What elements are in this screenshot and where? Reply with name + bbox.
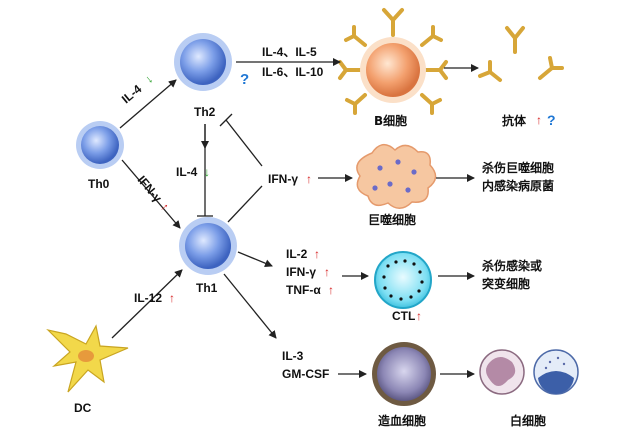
- dc-label: DC: [74, 401, 92, 415]
- th1-cell: [179, 217, 237, 275]
- antibody-question-mark: ?: [547, 112, 556, 128]
- th2-question-mark: ?: [240, 71, 249, 88]
- il4-inhibit-down-arrow: ↓: [204, 165, 210, 179]
- b-cell: [338, 8, 448, 115]
- il4-to-th2-label: IL-4: [119, 82, 145, 107]
- ctl-ifn-up-arrow: ↑: [324, 265, 330, 279]
- ctl-tnf-up-arrow: ↑: [328, 283, 334, 297]
- dc-cell: [46, 324, 129, 393]
- line-th1-to-ifn: [227, 185, 263, 223]
- antibody-label: 抗体: [502, 113, 527, 128]
- stem-cell: [372, 342, 436, 406]
- ctl-ifn-label: IFN-γ: [286, 265, 316, 279]
- th0-cell: [76, 121, 124, 169]
- arrow-th1-to-hema: [223, 273, 277, 339]
- arrow-dc-to-th1: [111, 269, 183, 339]
- leukocyte-cells: [479, 349, 579, 395]
- inhibit-ifn-to-th2: [225, 119, 263, 167]
- antibody-cluster: [478, 26, 564, 82]
- th2-cell: [174, 33, 232, 91]
- macrophage-outcome-line1: 杀伤巨噬细胞: [482, 160, 554, 175]
- ctl-il2-up-arrow: ↑: [314, 247, 320, 261]
- macrophage-label: 巨噬细胞: [368, 212, 416, 227]
- th2-cytokines-line1: IL-4、IL-5: [262, 45, 317, 59]
- th2-cytokines-line2: IL-6、IL-10: [262, 65, 324, 79]
- il4-inhibit-label: IL-4: [176, 165, 198, 179]
- ctl-label: CTL: [392, 309, 415, 323]
- ctl-il2-label: IL-2: [286, 247, 308, 261]
- il12-label: IL-12: [134, 291, 162, 305]
- ctl-outcome-line1: 杀伤感染或: [482, 258, 542, 273]
- th0-label: Th0: [88, 177, 110, 191]
- ctl-tnf-label: TNF-α: [286, 283, 321, 297]
- il12-up-arrow: ↑: [169, 291, 175, 305]
- ifn-gamma-th1-label: IFN-γ: [268, 172, 298, 186]
- th1-label: Th1: [196, 281, 218, 295]
- leukocyte-label: 白细胞: [510, 413, 546, 428]
- macrophage-outcome-line2: 内感染病原菌: [482, 178, 554, 193]
- antibody-up-arrow: ↑: [536, 113, 542, 127]
- inhibit-ifn-to-th2-bar: [219, 113, 233, 127]
- th2-label: Th2: [194, 105, 216, 119]
- stem-cell-label: 造血细胞: [378, 413, 426, 428]
- macrophage-cell: [356, 144, 437, 209]
- ctl-outcome-line2: 突变细胞: [482, 276, 530, 291]
- hema-gmcsf-label: GM-CSF: [282, 367, 329, 381]
- ctl-cell: [374, 251, 432, 309]
- il4-to-th2-down-arrow: ↓: [142, 72, 156, 87]
- b-cell-label: B细胞: [374, 113, 407, 128]
- arrow-th0-to-th1: [121, 159, 181, 229]
- ifn-to-th1-up-arrow: ↑: [158, 200, 173, 214]
- hema-il3-label: IL-3: [282, 349, 304, 363]
- ctl-up-arrow: ↑: [416, 309, 422, 323]
- arrow-th1-to-ctl: [237, 251, 273, 268]
- arrow-th0-to-th2: [119, 79, 177, 129]
- ifn-to-th1-label: IFN-γ: [135, 173, 165, 205]
- ifn-gamma-th1-up-arrow: ↑: [306, 172, 312, 186]
